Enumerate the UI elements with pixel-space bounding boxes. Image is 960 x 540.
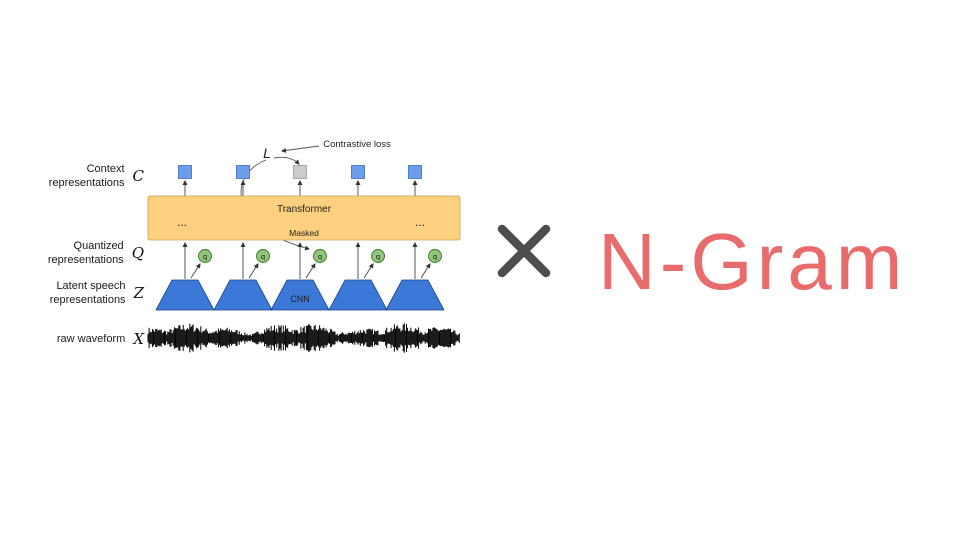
context-square bbox=[178, 165, 192, 179]
cnn-trapezoid bbox=[328, 279, 388, 311]
q-circle bbox=[428, 249, 442, 263]
quantize-arrow bbox=[363, 263, 374, 279]
context-square bbox=[351, 165, 365, 179]
multiply-icon bbox=[497, 224, 551, 278]
quantize-arrow bbox=[420, 263, 431, 279]
context-square bbox=[236, 165, 250, 179]
q-circle-label: q bbox=[376, 252, 380, 261]
wav2vec-architecture-diagram: Contrastive loss L Transformer ... ... M… bbox=[147, 139, 461, 353]
loss-to-masked-curve bbox=[273, 156, 300, 165]
label-latent-text: Latent speech representations bbox=[49, 279, 126, 306]
quantize-arrow bbox=[190, 263, 201, 279]
transformer-label: Transformer bbox=[277, 204, 332, 215]
transformer-ellipsis-left: ... bbox=[177, 215, 187, 229]
label-context-text: Context representations bbox=[48, 162, 125, 189]
quantize-arrow bbox=[305, 263, 316, 279]
label-waveform-text: raw waveform bbox=[56, 332, 126, 345]
quantize-arrow bbox=[248, 263, 259, 279]
q-circle bbox=[256, 249, 270, 263]
cnn-trapezoid bbox=[385, 279, 445, 311]
cnn-trapezoid bbox=[213, 279, 273, 311]
q-circle bbox=[313, 249, 327, 263]
quantizer-circle: q bbox=[428, 249, 442, 263]
q-circle-label: q bbox=[203, 252, 207, 261]
math-symbol-c: C bbox=[132, 167, 144, 185]
cnn-trapezoid bbox=[270, 279, 330, 311]
label-quantized-text: Quantized representations bbox=[47, 239, 124, 266]
quantizer-circle: q bbox=[256, 249, 270, 263]
label-context-representations: Context representations C bbox=[12, 159, 144, 193]
q-circle bbox=[198, 249, 212, 263]
label-latent-speech-representations: Latent speech representations Z bbox=[12, 276, 144, 310]
q-circle-label: q bbox=[318, 252, 322, 261]
masked-context-square bbox=[293, 165, 307, 179]
math-symbol-q: Q bbox=[131, 244, 144, 262]
cnn-trapezoid bbox=[155, 279, 215, 311]
transformer-block bbox=[147, 195, 461, 241]
loss-symbol: L bbox=[263, 145, 271, 161]
context-square bbox=[408, 165, 422, 179]
quantizer-circle: q bbox=[371, 249, 385, 263]
label-raw-waveform: raw waveform X bbox=[12, 322, 144, 356]
masked-label: Masked bbox=[289, 228, 319, 238]
ngram-title: N-Gram bbox=[598, 217, 907, 306]
quantizer-circle: q bbox=[313, 249, 327, 263]
cnn-label: CNN bbox=[290, 294, 310, 304]
q-circle-label: q bbox=[261, 252, 265, 261]
q-circle-label: q bbox=[433, 252, 437, 261]
contrastive-loss-arrow bbox=[281, 145, 320, 153]
math-symbol-z: Z bbox=[133, 284, 144, 302]
label-quantized-representations: Quantized representations Q bbox=[12, 236, 144, 270]
transformer-ellipsis-right: ... bbox=[415, 215, 425, 229]
raw-waveform-graphic bbox=[147, 323, 460, 353]
quantizer-circle: q bbox=[198, 249, 212, 263]
contrastive-loss-label: Contrastive loss bbox=[323, 139, 391, 150]
q-circle bbox=[371, 249, 385, 263]
math-symbol-x: X bbox=[133, 330, 144, 348]
